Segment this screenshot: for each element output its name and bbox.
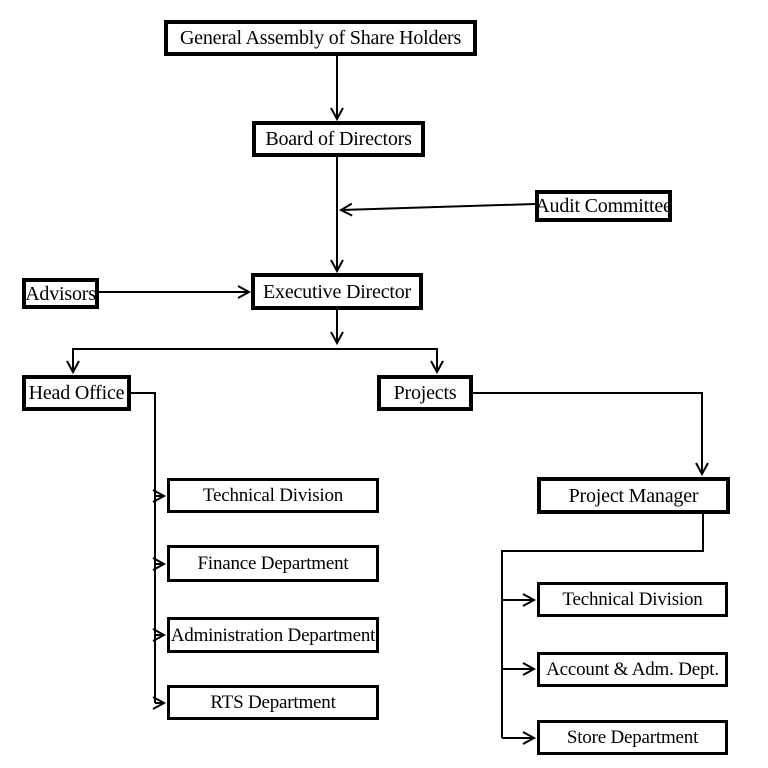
- node-advisors: Advisors: [22, 278, 99, 309]
- edge-audit-to-line: [338, 202, 536, 217]
- node-technical-division-projects: Technical Division: [537, 582, 728, 617]
- node-general-assembly: General Assembly of Share Holders: [164, 20, 477, 56]
- edge-head-office-trunk: [131, 392, 156, 703]
- node-project-manager: Project Manager: [537, 477, 730, 514]
- edge-projects-to-manager: [473, 392, 709, 477]
- node-account-adm-dept: Account & Adm. Dept.: [537, 652, 728, 687]
- node-audit-committee: Audit Committee: [535, 190, 672, 222]
- node-executive-director: Executive Director: [251, 273, 423, 310]
- node-administration-department: Administration Department: [167, 617, 379, 653]
- node-projects: Projects: [377, 375, 473, 411]
- node-head-office: Head Office: [22, 375, 131, 411]
- node-technical-division-head-office: Technical Division: [167, 478, 379, 513]
- node-rts-department: RTS Department: [167, 685, 379, 720]
- node-finance-department: Finance Department: [167, 545, 379, 582]
- edge-manager-trunk: [501, 514, 704, 738]
- node-store-department: Store Department: [537, 720, 728, 755]
- node-board-of-directors: Board of Directors: [252, 121, 425, 157]
